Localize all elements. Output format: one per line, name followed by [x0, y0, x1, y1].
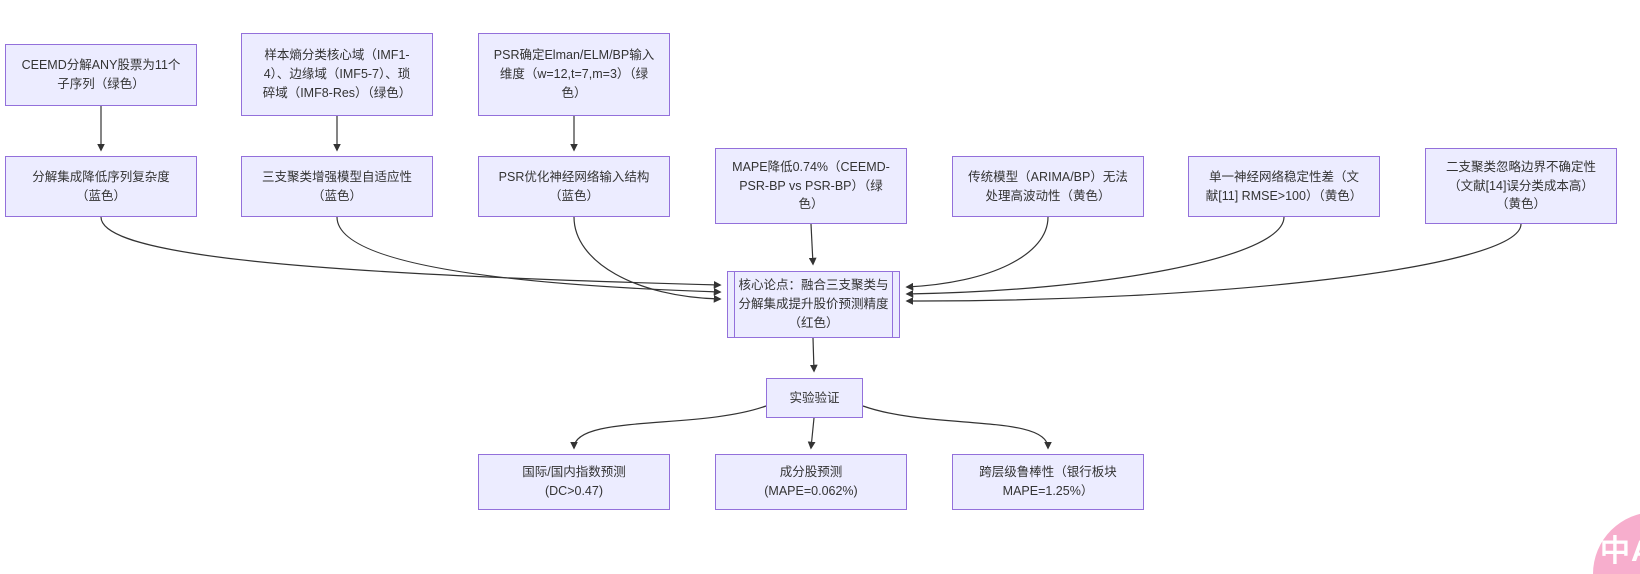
translate-button-label: 中A — [1600, 535, 1640, 568]
node-label: 跨层级鲁棒性（银行板块 MAPE=1.25%） — [979, 465, 1117, 498]
node-label: 核心论点：融合三支聚类与 分解集成提升股价预测精度 （红色） — [738, 278, 889, 330]
node-label: 单一神经网络稳定性差（文 献[11] RMSE>100）（黄色） — [1205, 169, 1363, 203]
node-traditional-limitation: 传统模型（ARIMA/BP）无法 处理高波动性（黄色） — [952, 156, 1144, 217]
node-psr-benefit: PSR优化神经网络输入结构 （蓝色） — [478, 156, 670, 217]
node-experiment-validation: 实验验证 — [766, 378, 863, 418]
edge-experiment-to-stock — [807, 417, 816, 450]
edge-core-to-experiment — [809, 337, 818, 373]
node-mape-result: MAPE降低0.74%（CEEMD- PSR-BP vs PSR-BP）（绿 色… — [715, 148, 907, 224]
node-label: 成分股预测 (MAPE=0.062%) — [764, 465, 858, 498]
subroutine-border-right — [892, 272, 893, 337]
edge-clustering-to-core — [336, 216, 722, 296]
node-label: PSR确定Elman/ELM/BP输入 维度（w=12,t=7,m=3）（绿 色… — [493, 48, 655, 100]
node-label: 分解集成降低序列复杂度 （蓝色） — [32, 169, 170, 203]
node-two-way-limitation: 二支聚类忽略边界不确定性 （文献[14]误分类成本高） （黄色） — [1425, 148, 1617, 224]
edge-experiment-to-index — [570, 405, 767, 450]
node-robustness: 跨层级鲁棒性（银行板块 MAPE=1.25%） — [952, 454, 1144, 510]
node-label: PSR优化神经网络输入结构 （蓝色） — [498, 169, 650, 203]
node-label: 传统模型（ARIMA/BP）无法 处理高波动性（黄色） — [968, 169, 1128, 203]
node-label: 国际/国内指数预测 (DC>0.47) — [522, 465, 626, 498]
node-sample-entropy: 样本熵分类核心域（IMF1- 4）、边缘域（IMF5-7）、琐 碎域（IMF8-… — [241, 33, 433, 116]
node-psr-dimension: PSR确定Elman/ELM/BP输入 维度（w=12,t=7,m=3）（绿 色… — [478, 33, 670, 116]
subroutine-border-left — [734, 272, 735, 337]
edge-decomposition-to-core — [100, 216, 722, 289]
node-label: 二支聚类忽略边界不确定性 （文献[14]误分类成本高） （黄色） — [1445, 159, 1596, 212]
edge-experiment-to-robust — [862, 405, 1052, 450]
node-label: 样本熵分类核心域（IMF1- 4）、边缘域（IMF5-7）、琐 碎域（IMF8-… — [262, 48, 412, 100]
node-label: 实验验证 — [789, 390, 840, 405]
node-ceemd-decomposition: CEEMD分解ANY股票为11个 子序列（绿色） — [5, 44, 197, 106]
node-clustering-benefit: 三支聚类增强模型自适应性 （蓝色） — [241, 156, 433, 217]
edge-twoway-to-core — [905, 223, 1522, 305]
node-stock-prediction: 成分股预测 (MAPE=0.062%) — [715, 454, 907, 510]
node-label: CEEMD分解ANY股票为11个 子序列（绿色） — [21, 58, 181, 91]
node-index-prediction: 国际/国内指数预测 (DC>0.47) — [478, 454, 670, 510]
edge-mape-to-core — [808, 223, 817, 266]
node-label: 三支聚类增强模型自适应性 （蓝色） — [261, 169, 412, 203]
edge-singlenn-to-core — [905, 216, 1285, 298]
node-label: MAPE降低0.74%（CEEMD- PSR-BP vs PSR-BP）（绿 色… — [732, 159, 890, 212]
edge-traditional-to-core — [905, 216, 1049, 291]
node-core-thesis: 核心论点：融合三支聚类与 分解集成提升股价预测精度 （红色） — [727, 271, 900, 338]
edge-psrstructure-to-core — [573, 216, 722, 303]
node-decomposition-benefit: 分解集成降低序列复杂度 （蓝色） — [5, 156, 197, 217]
translate-button[interactable]: 中A — [1593, 512, 1640, 574]
node-single-nn-limitation: 单一神经网络稳定性差（文 献[11] RMSE>100）（黄色） — [1188, 156, 1380, 217]
